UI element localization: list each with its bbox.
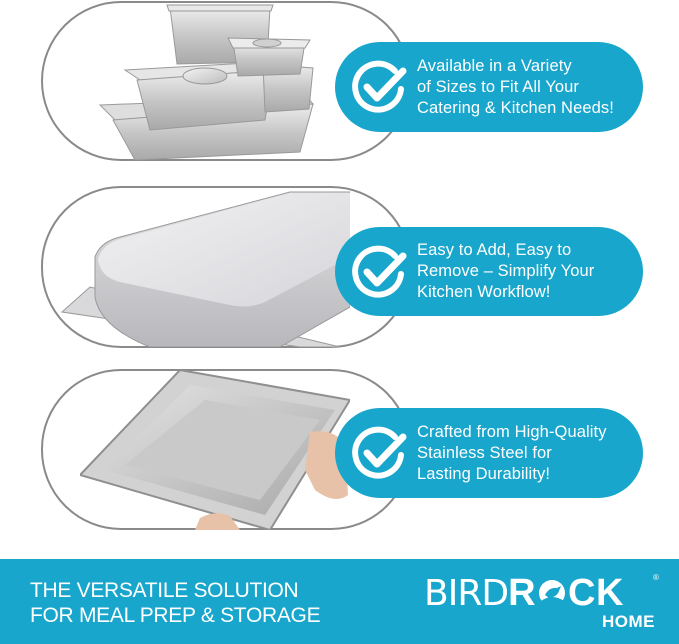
check-circle-icon bbox=[352, 245, 407, 298]
feature-line: Easy to Add, Easy to bbox=[417, 241, 572, 259]
feature-banner-1: Available in a Variety of Sizes to Fit A… bbox=[335, 42, 643, 132]
bird-in-circle-icon bbox=[539, 580, 566, 606]
product-image-inverted-pan bbox=[60, 191, 350, 347]
check-circle-icon bbox=[352, 60, 407, 113]
feature-line: Catering & Kitchen Needs! bbox=[417, 98, 614, 117]
logo-thin-text: BIRD bbox=[424, 573, 509, 614]
feature-line: Crafted from High-Quality bbox=[417, 422, 607, 441]
logo-subtext: HOME bbox=[602, 612, 655, 631]
tagline-line: THE VERSATILE SOLUTION bbox=[30, 579, 299, 602]
feature-banner-2: Easy to Add, Easy to Remove – Simplify Y… bbox=[335, 227, 643, 316]
feature-line: Kitchen Workflow! bbox=[417, 283, 551, 301]
feature-line: of Sizes to Fit All Your bbox=[417, 77, 579, 96]
feature-text-2: Easy to Add, Easy to Remove – Simplify Y… bbox=[417, 240, 594, 303]
feature-banner-3: Crafted from High-Quality Stainless Stee… bbox=[335, 408, 643, 498]
product-image-stacked-pans bbox=[98, 4, 315, 161]
footer-banner: THE VERSATILE SOLUTION FOR MEAL PREP & S… bbox=[0, 559, 679, 644]
tagline: THE VERSATILE SOLUTION FOR MEAL PREP & S… bbox=[30, 578, 321, 628]
feature-line: Lasting Durability! bbox=[417, 464, 551, 483]
tagline-line: FOR MEAL PREP & STORAGE bbox=[30, 604, 321, 627]
feature-line: Available in a Variety bbox=[417, 56, 572, 75]
check-circle-icon bbox=[352, 426, 407, 479]
product-image-hands-holding-pan bbox=[80, 370, 350, 530]
registered-mark: ® bbox=[653, 573, 659, 582]
feature-text-1: Available in a Variety of Sizes to Fit A… bbox=[417, 56, 614, 119]
feature-line: Remove – Simplify Your bbox=[417, 262, 595, 280]
feature-line: Stainless Steel for bbox=[417, 443, 552, 462]
feature-text-3: Crafted from High-Quality Stainless Stee… bbox=[417, 422, 607, 485]
